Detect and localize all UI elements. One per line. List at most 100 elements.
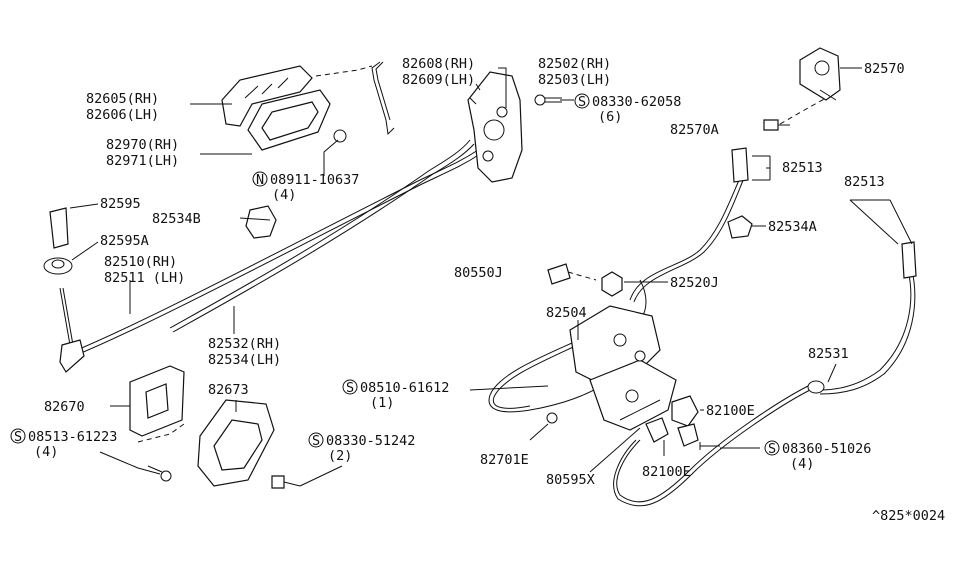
label-08510-61612: 08510-61612 (360, 380, 449, 396)
label-82511: 82511 (LH) (104, 270, 185, 286)
rod-82595 (59, 287, 71, 346)
label-82701E: 82701E (480, 452, 529, 468)
screw-symbol-letter-51026: S (768, 441, 776, 457)
screw-symbol-62058 (574, 93, 590, 109)
label-qty-6: (6) (598, 109, 622, 125)
bellcrank-left (59, 339, 85, 373)
screw-51026 (699, 442, 720, 450)
label-82970: 82970(RH) (106, 137, 179, 153)
clip-82513-upper (731, 147, 749, 183)
label-82513b: 82513 (844, 174, 885, 190)
cable-82531-b (613, 388, 813, 507)
screw-symbol-letter-61223: S (14, 429, 22, 445)
label-80595X: 80595X (546, 472, 595, 488)
screw-62058 (534, 94, 562, 106)
screw-symbol-61223 (10, 428, 26, 444)
leader-lines (69, 65, 913, 487)
label-82595A: 82595A (100, 233, 149, 249)
actuator-82100E (645, 395, 699, 447)
label-82534: 82534(LH) (208, 352, 281, 368)
rod-82595-b (62, 287, 74, 346)
labels: 82608(RH) 82609(LH) 82502(RH) 82503(LH) … (10, 56, 945, 524)
label-qty-1: (1) (370, 395, 394, 411)
label-qty-4b: (4) (34, 444, 58, 460)
label-82670: 82670 (44, 399, 85, 415)
label-qty-2: (2) (328, 448, 352, 464)
label-82100E-a: 82100E (706, 403, 755, 419)
cable-82532-inner (172, 143, 475, 333)
cable-loop-left (488, 329, 611, 413)
clip-82595 (49, 207, 69, 249)
label-82570: 82570 (864, 61, 905, 77)
screw-symbol-61612 (342, 379, 358, 395)
label-08330-51242: 08330-51242 (326, 433, 415, 449)
cable-82532 (169, 139, 471, 329)
label-qty-4a: (4) (272, 187, 296, 203)
door-lock-82502 (467, 71, 523, 183)
screw-symbol-letter-61612: S (346, 380, 354, 396)
label-82100E-b: 82100E (642, 464, 691, 480)
connector-82531 (807, 380, 825, 394)
cable-82531 (616, 384, 811, 503)
escutcheon-82970 (247, 89, 331, 151)
label-82673: 82673 (208, 382, 249, 398)
label-08513-61223: 08513-61223 (28, 429, 117, 445)
screw-51242 (271, 475, 301, 489)
label-82534B: 82534B (152, 211, 201, 227)
label-82504: 82504 (546, 305, 587, 321)
nut-symbol-10637 (252, 171, 268, 187)
bolt-80550J (547, 263, 571, 285)
label-82531: 82531 (808, 346, 849, 362)
clip-82534A (727, 215, 753, 239)
screw-82570A (763, 119, 790, 131)
cable-82513-b2 (819, 269, 916, 395)
label-82503: 82503(LH) (538, 72, 611, 88)
cable-82513-b (819, 269, 912, 391)
cable-82510-inner (73, 153, 481, 357)
label-qty-4c: (4) (790, 456, 814, 472)
label-08360-51026: 08360-51026 (782, 441, 871, 457)
nut-82520J (601, 271, 623, 297)
label-82570A: 82570A (670, 122, 719, 138)
rod-82608-b (375, 61, 391, 121)
label-08911-10637: 08911-10637 (270, 172, 359, 188)
label-82532: 82532(RH) (208, 336, 281, 352)
label-82520J: 82520J (670, 275, 719, 291)
label-82605: 82605(RH) (86, 91, 159, 107)
parts-shapes (43, 47, 917, 489)
clip-82534B (245, 205, 277, 239)
rod-80595X (619, 399, 661, 421)
label-82609: 82609(LH) (402, 72, 475, 88)
label-82971: 82971(LH) (106, 153, 179, 169)
label-82513a: 82513 (782, 160, 823, 176)
cable-82513-a (629, 177, 741, 301)
label-80550J: 80550J (454, 265, 503, 281)
remote-control-82504 (569, 305, 677, 431)
label-08330-62058: 08330-62058 (592, 94, 681, 110)
screw-symbol-51242 (308, 432, 324, 448)
clip-82513-right (901, 241, 917, 279)
nut-symbol-letter-10637: N (256, 172, 264, 188)
rod-82608 (371, 61, 395, 136)
cable-82510 (71, 149, 479, 353)
label-82510: 82510(RH) (104, 254, 177, 270)
screw-symbol-letter-51242: S (312, 433, 320, 449)
outside-handle-82605 (221, 65, 313, 127)
label-82534A: 82534A (768, 219, 817, 235)
screw-symbol-letter-62058: S (578, 94, 586, 110)
bracket-82670 (129, 365, 185, 437)
inside-handle-82673 (197, 399, 275, 487)
label-82606: 82606(LH) (86, 107, 159, 123)
label-82608: 82608(RH) (402, 56, 475, 72)
label-82595: 82595 (100, 196, 141, 212)
label-82502: 82502(RH) (538, 56, 611, 72)
screw-61223 (147, 465, 172, 482)
striker-82570 (799, 47, 841, 101)
clip-82701E (546, 412, 558, 424)
grommet-82595A-inner (51, 259, 65, 269)
diagram-code: ^825*0024 (872, 508, 945, 524)
cable-loop-left-b (492, 333, 601, 409)
cables (59, 61, 916, 507)
nut-10637 (333, 129, 347, 143)
